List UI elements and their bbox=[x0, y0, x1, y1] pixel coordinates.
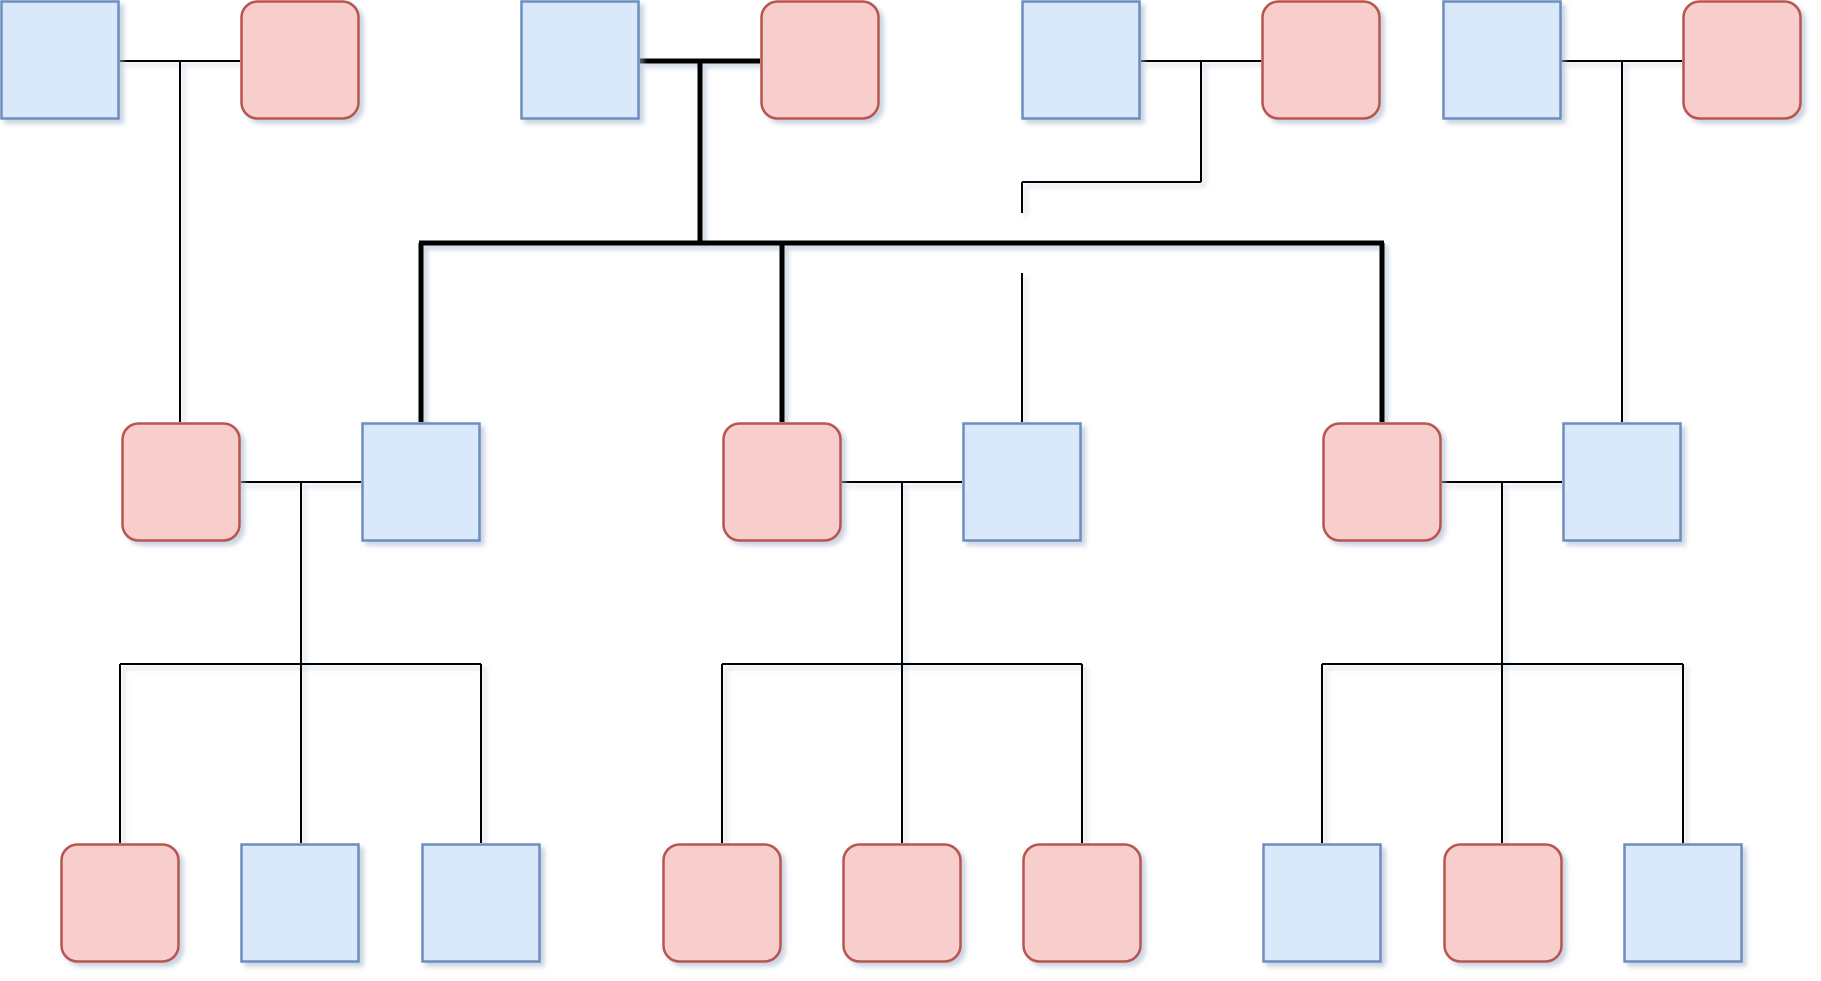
g1-couple-2-female-node bbox=[760, 0, 880, 120]
g2-couple-3-male-node bbox=[1562, 422, 1682, 542]
g3-children-3-1-male-node bbox=[1262, 843, 1382, 963]
g1-couple-1-male-node bbox=[0, 0, 120, 120]
g3-children-2-1-female-node bbox=[662, 843, 782, 963]
g2-couple-3-female-node bbox=[1322, 422, 1442, 542]
g2-couple-2-female-node bbox=[722, 422, 842, 542]
connector-lines bbox=[119, 58, 1684, 843]
g3-children-1-1-female-node bbox=[60, 843, 180, 963]
g3-children-1-2-male-node bbox=[240, 843, 360, 963]
g1-couple-1-female-node bbox=[240, 0, 360, 120]
g3-children-1-3-male-node bbox=[421, 843, 541, 963]
g2-couple-2-male-node bbox=[962, 422, 1082, 542]
person-nodes bbox=[0, 0, 1802, 963]
g2-couple-1-female-node bbox=[121, 422, 241, 542]
g1-couple-3-female-node bbox=[1261, 0, 1381, 120]
g3-children-2-2-female-node bbox=[842, 843, 962, 963]
g2-couple-1-male-node bbox=[361, 422, 481, 542]
g3-children-3-3-male-node bbox=[1623, 843, 1743, 963]
g1-couple-3-male-node bbox=[1021, 0, 1141, 120]
g3-children-3-2-female-node bbox=[1443, 843, 1563, 963]
g3-children-2-3-female-node bbox=[1022, 843, 1142, 963]
g1-couple-2-male-node bbox=[520, 0, 640, 120]
g1-couple-4-male-node bbox=[1442, 0, 1562, 120]
g1-couple-4-female-node bbox=[1682, 0, 1802, 120]
